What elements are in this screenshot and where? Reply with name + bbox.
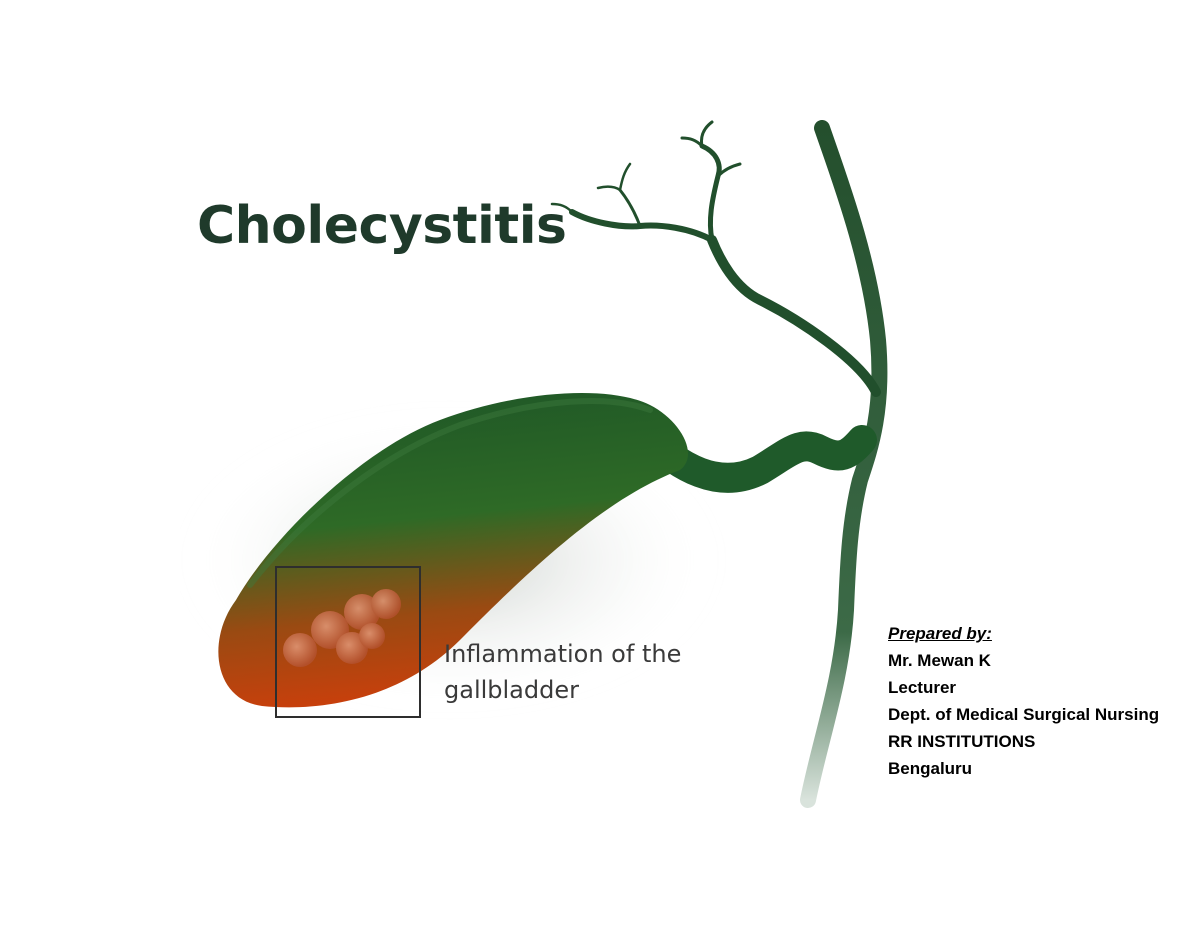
credits-name: Mr. Mewan K (888, 651, 991, 670)
hepatic-twig-3 (680, 136, 704, 148)
hepatic-twig-7 (550, 202, 574, 214)
hepatic-branch-left (569, 209, 715, 243)
gallstones-icon (283, 589, 401, 667)
gallbladder-svg (180, 120, 888, 808)
hepatic-twig-6 (618, 162, 632, 192)
hepatic-twig-5 (596, 185, 622, 192)
hepatic-duct (707, 235, 881, 397)
hepatic-twig-1 (716, 162, 742, 178)
caption-line-2: gallbladder (444, 676, 579, 704)
cystic-duct (625, 415, 877, 493)
common-bile-duct (800, 120, 888, 808)
hepatic-branch-up (699, 143, 722, 243)
gallbladder-highlight (247, 398, 653, 588)
gallbladder-illustration (180, 120, 900, 810)
credits-institution: RR INSTITUTIONS (888, 732, 1036, 751)
credits-department: Dept. of Medical Surgical Nursing (888, 705, 1160, 724)
slide-title: Cholecystitis (197, 196, 567, 256)
hepatic-twig-2 (700, 120, 714, 148)
caption-line-1: Inflammation of the (444, 640, 682, 668)
hepatic-twig-4 (618, 188, 642, 228)
zoom-box (275, 566, 421, 718)
credits-block: Prepared by: Mr. Mewan K Lecturer Dept. … (888, 620, 1200, 782)
illustration-caption: Inflammation of the gallbladder (444, 636, 681, 708)
credits-role: Lecturer (888, 678, 957, 697)
credits-heading: Prepared by: (888, 624, 992, 643)
credits-city: Bengaluru (888, 759, 973, 778)
